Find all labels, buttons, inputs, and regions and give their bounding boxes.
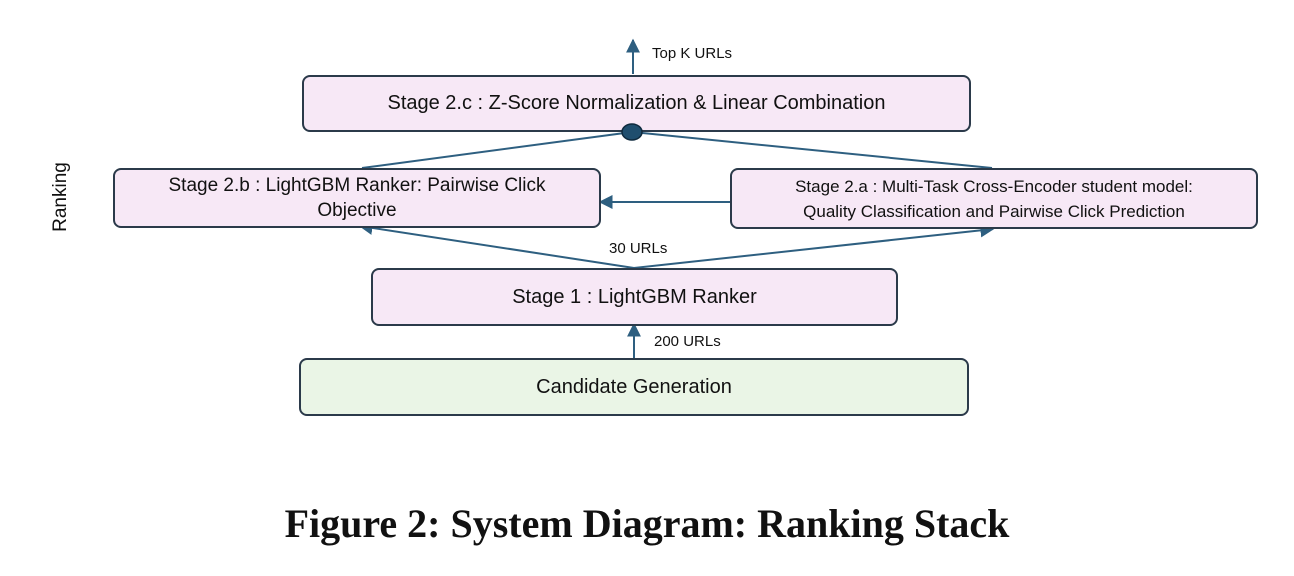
stage-1-box: Stage 1 : LightGBM Ranker: [371, 268, 898, 326]
edge-label-top-k: Top K URLs: [652, 45, 733, 62]
line-stage2b-to-merge: [361, 131, 633, 169]
candidate-generation-box: Candidate Generation: [299, 358, 969, 416]
arrow-stage1-to-stage2b: [358, 220, 635, 269]
stage-2b-label: Stage 2.b : LightGBM Ranker: Pairwise Cl…: [168, 175, 546, 221]
stage-2c-box: Stage 2.c : Z-Score Normalization & Line…: [302, 75, 971, 132]
stage-1-label: Stage 1 : LightGBM Ranker: [512, 285, 757, 308]
candidate-generation-label: Candidate Generation: [536, 375, 732, 398]
stage-2b-box: Stage 2.b : LightGBM Ranker: Pairwise Cl…: [113, 168, 601, 228]
arrow-stage1-to-stage2a: [633, 223, 995, 269]
edge-label-200-urls: 200 URLs: [654, 333, 721, 350]
stage-2a-label-line1: Stage 2.a : Multi-Task Cross-Encoder stu…: [795, 176, 1193, 196]
line-stage2a-to-merge: [631, 131, 993, 169]
stage-2a-box: Stage 2.a : Multi-Task Cross-Encoder stu…: [730, 168, 1258, 229]
stage-2c-label: Stage 2.c : Z-Score Normalization & Line…: [387, 92, 886, 114]
edge-label-30-urls: 30 URLs: [609, 240, 668, 257]
figure-caption: Figure 2: System Diagram: Ranking Stack: [284, 501, 1010, 546]
ranking-side-label: Ranking: [50, 162, 71, 232]
stage-2a-label-line2: Quality Classification and Pairwise Clic…: [803, 201, 1185, 221]
